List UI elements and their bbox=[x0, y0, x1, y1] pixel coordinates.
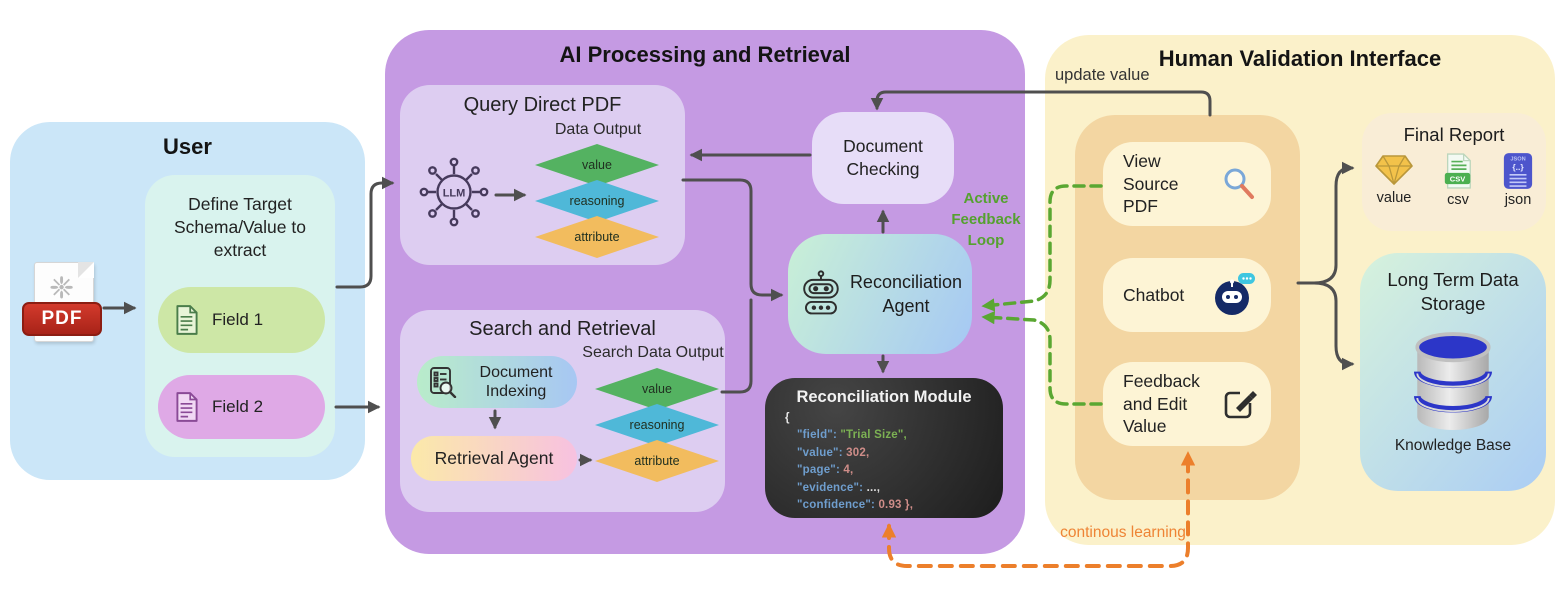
feedback-edit-label: Feedback and Edit Value bbox=[1123, 370, 1200, 437]
field2-pill: Field 2 bbox=[158, 375, 325, 439]
code-value: "Trial Size", bbox=[840, 429, 907, 442]
chatbot-icon bbox=[1215, 273, 1255, 315]
code-key: "confidence": bbox=[797, 499, 876, 512]
field1-label: Field 1 bbox=[212, 310, 264, 329]
code-line: "field": "Trial Size", bbox=[785, 427, 1003, 444]
llm-icon-text: LLM bbox=[443, 188, 466, 200]
long-term-storage-title: Long Term Data Storage bbox=[1387, 269, 1519, 315]
code-line: "evidence": ..., bbox=[785, 480, 1003, 497]
reconciliation-module-title: Reconciliation Module bbox=[796, 388, 972, 406]
magnifier-icon bbox=[1224, 168, 1254, 199]
report-item-json: JSON {..} json bbox=[1502, 152, 1534, 208]
json-file-icon: JSON {..} bbox=[1503, 153, 1533, 189]
gem-icon bbox=[1375, 155, 1413, 185]
report-item-value: value bbox=[1374, 152, 1414, 208]
final-report-items: value CSV csv JSON {..} json bbox=[1374, 152, 1534, 208]
document-indexing-label: Document Indexing bbox=[479, 363, 553, 400]
code-line: "value": 302, bbox=[785, 445, 1003, 462]
reconciliation-module-box: Reconciliation Module { "field": "Trial … bbox=[765, 378, 1003, 518]
search-data-output-label: Search Data Output bbox=[582, 344, 724, 361]
document-indexing-icon bbox=[430, 367, 457, 398]
final-report-title: Final Report bbox=[1403, 124, 1505, 145]
diamond-label: attribute bbox=[634, 454, 680, 468]
retrieval-agent-pill: Retrieval Agent bbox=[411, 436, 577, 481]
pdf-badge: PDF bbox=[22, 302, 102, 336]
diamond-label: reasoning bbox=[569, 194, 625, 208]
chatbot-label: Chatbot bbox=[1123, 284, 1185, 305]
data-output-label: Data Output bbox=[554, 121, 642, 138]
human-section-title: Human Validation Interface bbox=[1158, 46, 1442, 71]
document-indexing-pill: Document Indexing bbox=[417, 356, 577, 408]
update-value-label: update value bbox=[1055, 66, 1150, 84]
code-key: "page": bbox=[797, 464, 840, 477]
diamond-label: reasoning bbox=[629, 418, 685, 432]
document-checking-box: Document Checking bbox=[812, 112, 954, 204]
ai-section-title: AI Processing and Retrieval bbox=[559, 42, 851, 67]
search-box-title: Search and Retrieval bbox=[469, 318, 656, 340]
code-key: "value": bbox=[797, 446, 843, 459]
code-value: ..., bbox=[866, 481, 881, 494]
retrieval-agent-label: Retrieval Agent bbox=[434, 448, 554, 468]
code-key: "evidence": bbox=[797, 481, 864, 494]
document-icon bbox=[176, 305, 198, 335]
robot-icon bbox=[803, 270, 839, 315]
field1-pill: Field 1 bbox=[158, 287, 325, 353]
code-open-brace: { bbox=[785, 412, 790, 424]
code-value: 4, bbox=[843, 464, 854, 477]
json-icon-text: JSON bbox=[1510, 157, 1525, 163]
diamond-label: value bbox=[582, 158, 612, 172]
csv-file-icon: CSV bbox=[1444, 153, 1471, 189]
feedback-edit-pill: Feedback and Edit Value bbox=[1103, 362, 1271, 446]
code-line: "confidence": 0.93 }, bbox=[785, 497, 1003, 514]
svg-text:{..}: {..} bbox=[1512, 162, 1524, 172]
database-icon bbox=[1406, 330, 1500, 434]
code-key: "field": bbox=[797, 429, 837, 442]
knowledge-base-label: Knowledge Base bbox=[1394, 437, 1512, 454]
pdf-page-fold bbox=[78, 262, 94, 278]
code-value: 0.93 }, bbox=[878, 499, 914, 512]
field2-label: Field 2 bbox=[212, 397, 264, 416]
report-item-label: value bbox=[1376, 190, 1412, 206]
edit-icon bbox=[1224, 391, 1257, 419]
json-code-block: { "field": "Trial Size", "value": 302, "… bbox=[765, 407, 1003, 515]
continuous-learning-label: continous learning bbox=[1060, 524, 1186, 541]
define-schema-text: Define Target Schema/Value to extract bbox=[174, 194, 306, 261]
diamond-label: value bbox=[642, 382, 672, 396]
user-section-title: User bbox=[163, 134, 212, 159]
pdf-file-icon: ❈ PDF bbox=[22, 262, 104, 354]
llm-icon: LLM bbox=[414, 152, 494, 232]
code-line: "page": 4, bbox=[785, 462, 1003, 479]
view-source-pdf-label: View Source PDF bbox=[1123, 150, 1179, 217]
document-icon bbox=[176, 392, 198, 422]
code-value: 302, bbox=[846, 446, 870, 459]
pdf-ribbon-glyph: ❈ bbox=[49, 272, 75, 305]
reconciliation-agent-label: Reconciliation Agent bbox=[849, 271, 962, 316]
diamond-label: attribute bbox=[574, 230, 620, 244]
query-box-title: Query Direct PDF bbox=[463, 94, 622, 116]
report-item-label: csv bbox=[1447, 192, 1469, 208]
chatbot-pill: Chatbot bbox=[1103, 258, 1271, 332]
reconciliation-agent-box: Reconciliation Agent bbox=[788, 234, 972, 354]
view-source-pdf-pill: View Source PDF bbox=[1103, 142, 1271, 226]
csv-icon-text: CSV bbox=[1450, 174, 1465, 183]
report-item-csv: CSV csv bbox=[1442, 152, 1474, 208]
report-item-label: json bbox=[1504, 192, 1532, 208]
